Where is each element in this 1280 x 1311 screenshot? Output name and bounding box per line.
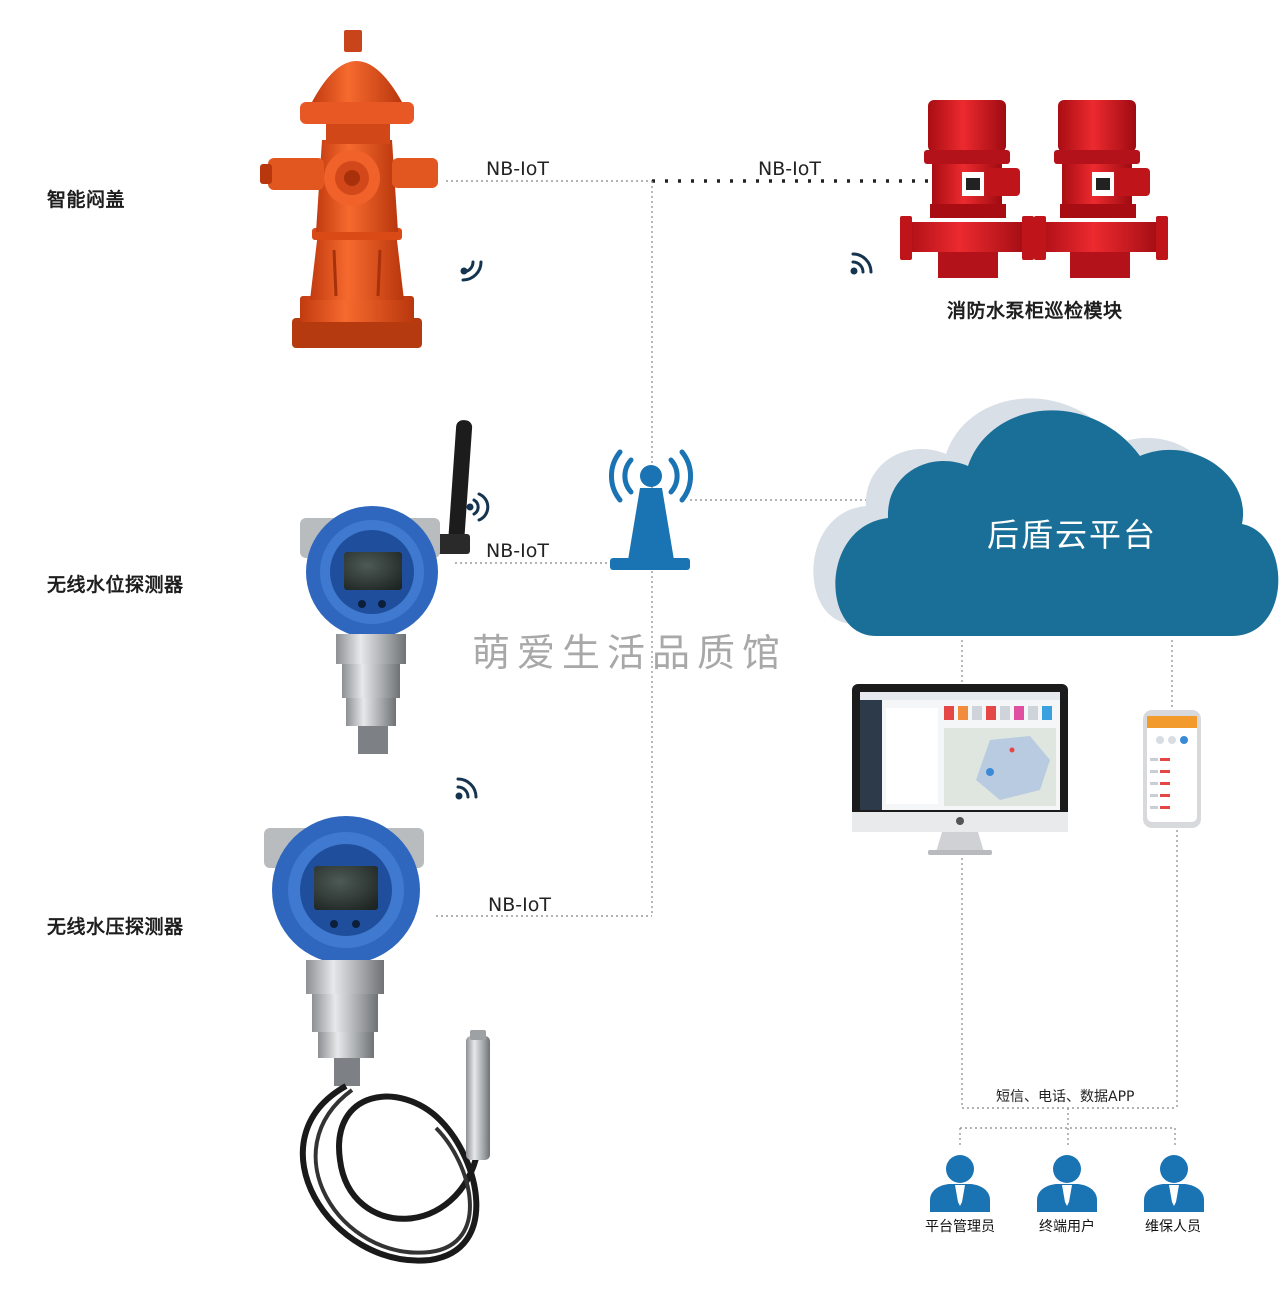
wifi-signal-icon	[460, 260, 483, 282]
fire-hydrant-image	[260, 30, 438, 348]
base-station-icon	[609, 449, 693, 570]
water-pressure-detector-image	[264, 816, 490, 1264]
desktop-monitor-icon	[852, 684, 1068, 855]
wifi-signal-icon	[850, 252, 873, 275]
hydrant-cap-label: 智能闷盖	[47, 189, 126, 211]
role-end-user-label: 终端用户	[1039, 1219, 1095, 1235]
pump-module-label: 消防水泵柜巡检模块	[947, 300, 1123, 322]
person-icon	[930, 1155, 990, 1212]
pressure-link-label: NB-IoT	[488, 894, 551, 916]
person-icon	[1144, 1155, 1204, 1212]
role-admin-label: 平台管理员	[925, 1219, 995, 1235]
cloud-platform-label: 后盾云平台	[987, 516, 1158, 554]
cloud-platform-icon	[813, 398, 1279, 636]
water-level-detector-image	[300, 420, 473, 754]
pump-link-label: NB-IoT	[758, 158, 821, 180]
wifi-signal-icon	[455, 777, 478, 800]
fire-pump-image	[900, 100, 1168, 278]
notification-channels-label: 短信、电话、数据APP	[996, 1089, 1135, 1105]
level-link-label: NB-IoT	[486, 540, 549, 562]
water-pressure-detector-label: 无线水压探测器	[47, 916, 184, 938]
watermark-text: 萌爱生活品质馆	[472, 631, 788, 675]
role-maintenance-label: 维保人员	[1145, 1219, 1201, 1235]
hydrant-link-label: NB-IoT	[486, 158, 549, 180]
smartphone-icon	[1143, 710, 1201, 828]
wifi-signal-icon	[466, 492, 490, 522]
water-level-detector-label: 无线水位探测器	[47, 574, 184, 596]
connection-lines	[436, 179, 1178, 1146]
person-icon	[1037, 1155, 1097, 1212]
